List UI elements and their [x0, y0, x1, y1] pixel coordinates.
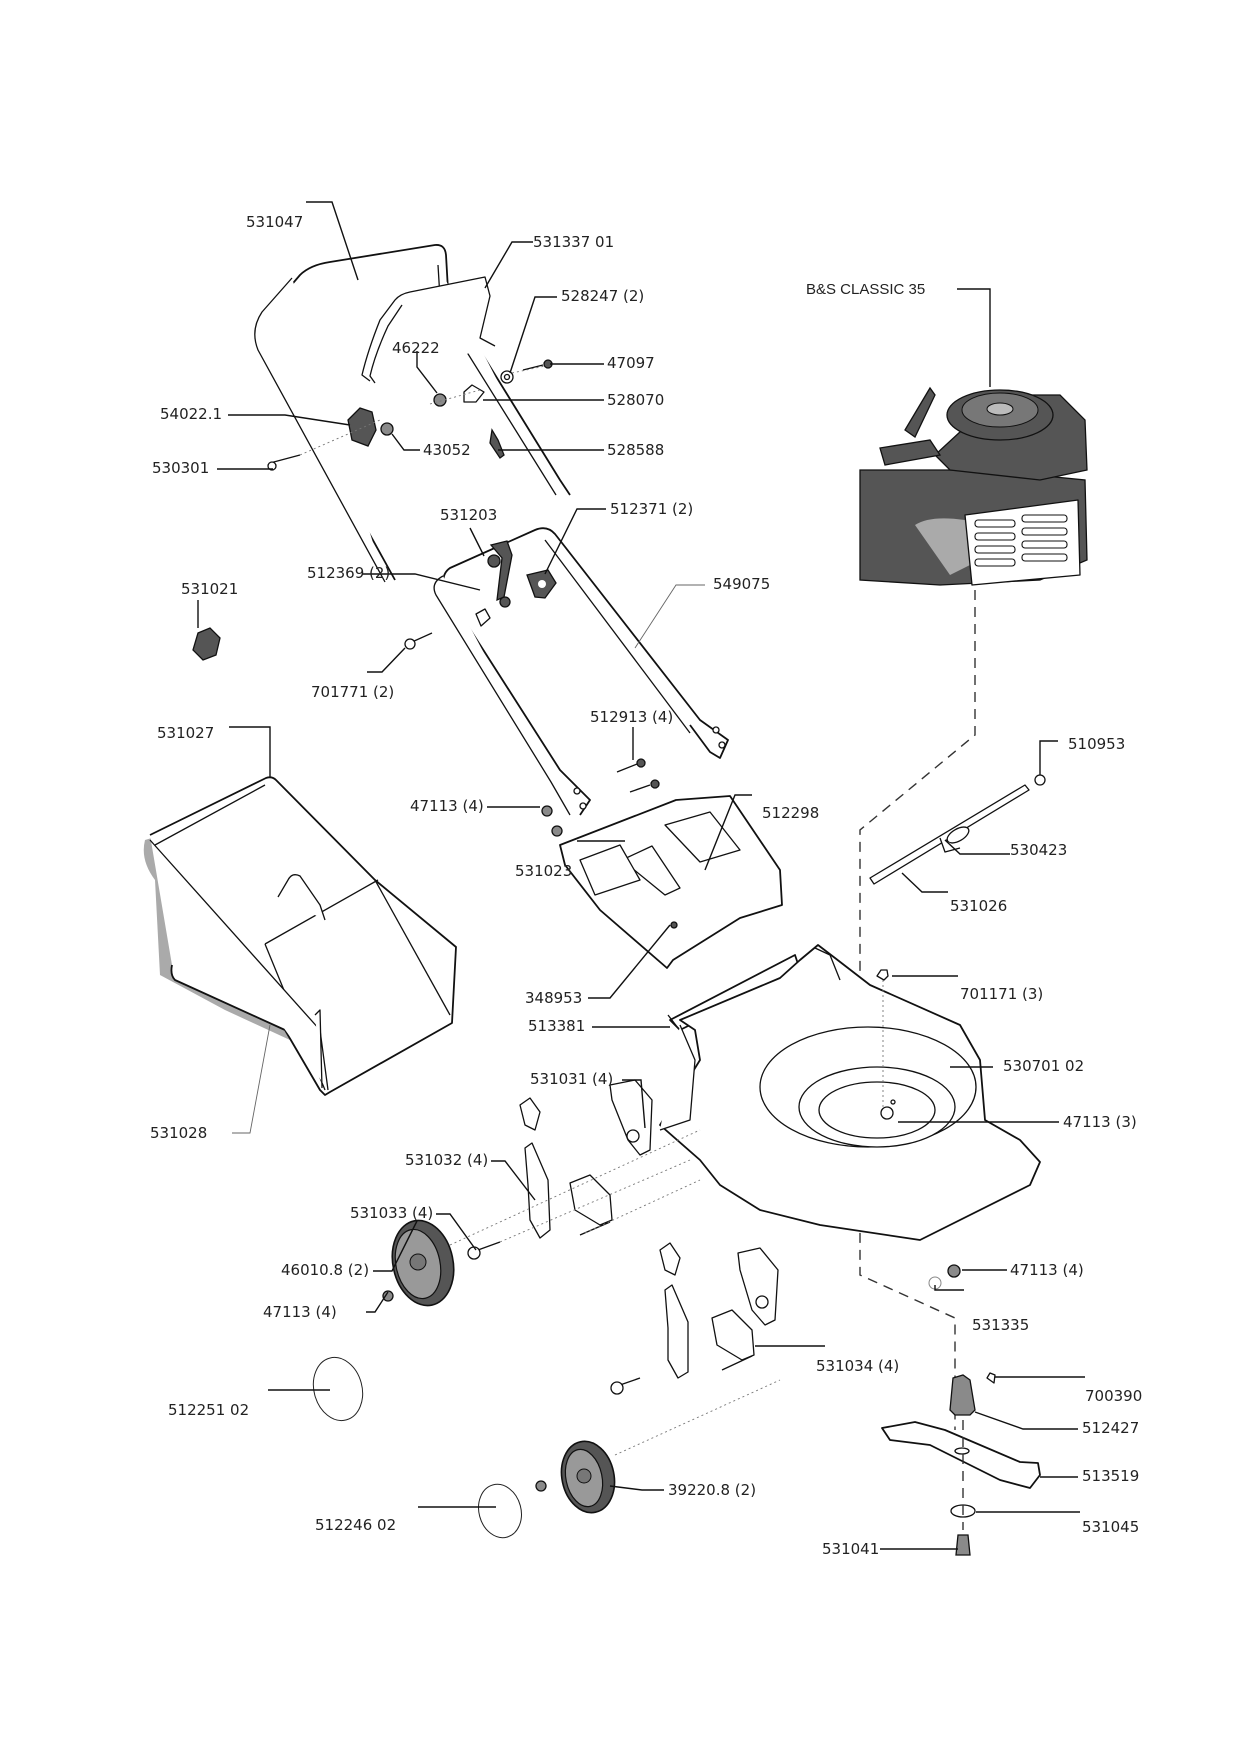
wheel-rear-39220	[535, 1379, 781, 1514]
height-adjuster-rear	[610, 1242, 779, 1395]
label-47113-wheel[interactable]: 47113 (4)	[263, 1303, 337, 1321]
label-530423[interactable]: 530423	[1010, 841, 1067, 859]
label-512913[interactable]: 512913 (4)	[590, 708, 673, 726]
label-531041[interactable]: 531041	[822, 1540, 879, 1558]
bolts-512913	[541, 758, 660, 837]
label-701771[interactable]: 701771 (2)	[311, 683, 394, 701]
label-700390[interactable]: 700390	[1085, 1387, 1142, 1405]
label-512246-02[interactable]: 512246 02	[315, 1516, 396, 1534]
hubcaps	[312, 1356, 522, 1539]
label-54022-1[interactable]: 54022.1	[160, 405, 222, 423]
label-528247[interactable]: 528247 (2)	[561, 287, 644, 305]
label-531028[interactable]: 531028	[150, 1124, 207, 1142]
label-512369[interactable]: 512369 (2)	[307, 564, 390, 582]
label-348953[interactable]: 348953	[525, 989, 582, 1007]
label-531047[interactable]: 531047	[246, 213, 303, 231]
label-513381[interactable]: 513381	[528, 1017, 585, 1035]
part-labels: B&S CLASSIC 35 531047 531337 01 528247 (…	[150, 213, 1142, 1558]
handle-knob-hardware	[404, 540, 557, 650]
engine-grille	[974, 514, 1068, 567]
label-engine[interactable]: B&S CLASSIC 35	[806, 281, 925, 298]
grass-catcher-531027	[143, 776, 457, 1096]
label-701171[interactable]: 701171 (3)	[960, 985, 1043, 1003]
label-531034[interactable]: 531034 (4)	[816, 1357, 899, 1375]
label-512298[interactable]: 512298	[762, 804, 819, 822]
label-530701-02[interactable]: 530701 02	[1003, 1057, 1084, 1075]
label-531335[interactable]: 531335	[972, 1316, 1029, 1334]
label-512251-02[interactable]: 512251 02	[168, 1401, 249, 1419]
label-528588[interactable]: 528588	[607, 441, 664, 459]
label-531203[interactable]: 531203	[440, 506, 497, 524]
label-510953[interactable]: 510953	[1068, 735, 1125, 753]
blade-assembly	[881, 1264, 1041, 1556]
label-43052[interactable]: 43052	[423, 441, 471, 459]
label-512427[interactable]: 512427	[1082, 1419, 1139, 1437]
label-512371[interactable]: 512371 (2)	[610, 500, 693, 518]
label-531027[interactable]: 531027	[157, 724, 214, 742]
label-531023[interactable]: 531023	[515, 862, 572, 880]
label-531033[interactable]: 531033 (4)	[350, 1204, 433, 1222]
upper-hardware	[267, 359, 553, 471]
label-47113-mid[interactable]: 47113 (3)	[1063, 1113, 1137, 1131]
label-531045[interactable]: 531045	[1082, 1518, 1139, 1536]
engine-bs-classic-35	[859, 386, 1088, 586]
label-531031[interactable]: 531031 (4)	[530, 1070, 613, 1088]
bail-bar-531337	[361, 276, 496, 384]
label-39220-8[interactable]: 39220.8 (2)	[668, 1481, 756, 1499]
height-adjuster-front	[467, 1079, 701, 1260]
label-46010-8[interactable]: 46010.8 (2)	[281, 1261, 369, 1279]
label-531026[interactable]: 531026	[950, 897, 1007, 915]
label-528070[interactable]: 528070	[607, 391, 664, 409]
label-549075[interactable]: 549075	[713, 575, 770, 593]
deflector-512298	[559, 795, 783, 969]
label-46222[interactable]: 46222	[392, 339, 440, 357]
label-531337-01[interactable]: 531337 01	[533, 233, 614, 251]
wheel-front-46010	[382, 1129, 701, 1307]
label-47113-right[interactable]: 47113 (4)	[1010, 1261, 1084, 1279]
label-47097[interactable]: 47097	[607, 354, 655, 372]
lower-handle-549075	[433, 527, 729, 816]
knob-531021	[192, 627, 221, 661]
label-531021[interactable]: 531021	[181, 580, 238, 598]
label-531032[interactable]: 531032 (4)	[405, 1151, 488, 1169]
deck-530701	[659, 944, 1041, 1241]
lever-54022-1	[347, 407, 377, 447]
leader-lines	[197, 201, 1085, 1550]
shaft-531026	[869, 774, 1046, 885]
label-530301[interactable]: 530301	[152, 459, 209, 477]
label-47113-top[interactable]: 47113 (4)	[410, 797, 484, 815]
label-513519[interactable]: 513519	[1082, 1467, 1139, 1485]
